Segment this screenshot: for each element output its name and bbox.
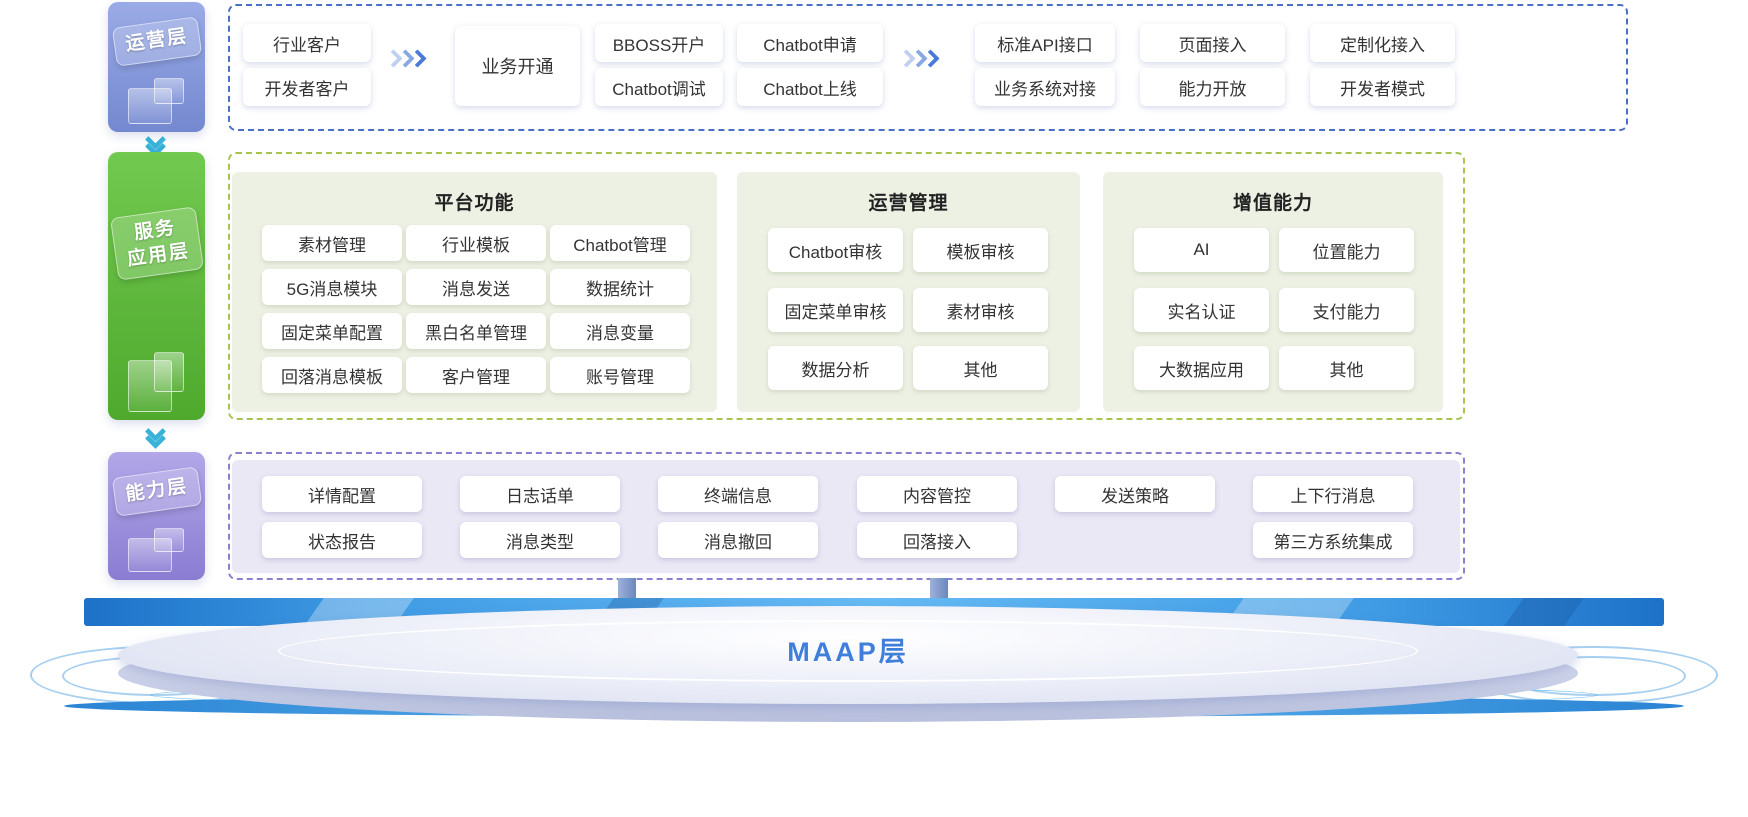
capability-layer-label: 能力层: [111, 466, 202, 517]
layer-badge-operation: 运营层: [108, 2, 205, 132]
box-access-api: 标准API接口: [975, 24, 1115, 62]
value-added-item: 实名认证: [1134, 288, 1269, 332]
arrow-down-icon: [144, 128, 167, 158]
box-access-custom: 定制化接入: [1310, 24, 1455, 62]
box-access-system: 业务系统对接: [975, 68, 1115, 106]
box-developer-customer: 开发者客户: [243, 68, 371, 106]
layer-badge-capability: 能力层: [108, 452, 205, 580]
platform-label: MAAP层: [787, 637, 909, 667]
box-industry-customer: 行业客户: [243, 24, 371, 62]
box-step-chatbot-launch: Chatbot上线: [737, 68, 883, 106]
function-item: 客户管理: [406, 357, 546, 393]
box-access-developer: 开发者模式: [1310, 68, 1455, 106]
box-step-chatbot-apply: Chatbot申请: [737, 24, 883, 62]
platform-pillar: [618, 578, 636, 604]
box-access-page: 页面接入: [1140, 24, 1285, 62]
function-item: 账号管理: [550, 357, 690, 393]
value-added-item: 大数据应用: [1134, 346, 1269, 390]
value-added-item: 其他: [1279, 346, 1414, 390]
service-layer-label: 服务 应用层: [109, 206, 204, 282]
value-added-item: 支付能力: [1279, 288, 1414, 332]
platform-disc: [118, 606, 1578, 704]
function-item: 素材管理: [262, 225, 402, 261]
function-item: 行业模板: [406, 225, 546, 261]
management-item: 固定菜单审核: [768, 288, 903, 332]
tower-icon: [108, 528, 205, 576]
arrow-right-icon: [384, 49, 427, 68]
management-item: Chatbot审核: [768, 228, 903, 272]
capability-item: 回落接入: [857, 522, 1017, 558]
service-layer-panel: [228, 152, 1465, 420]
box-access-open: 能力开放: [1140, 68, 1285, 106]
management-item: 素材审核: [913, 288, 1048, 332]
function-item: 回落消息模板: [262, 357, 402, 393]
capability-item: 发送策略: [1055, 476, 1215, 512]
arrow-down-icon: [144, 420, 167, 450]
layer-badge-service: 服务 应用层: [108, 152, 205, 420]
section-title-operation-management: 运营管理: [868, 193, 949, 214]
box-service-provisioning: 业务开通: [455, 26, 580, 106]
section-operation-management: 运营管理 Chatbot审核 模板审核 固定菜单审核 素材审核 数据分析 其他: [737, 172, 1080, 412]
function-item: Chatbot管理: [550, 225, 690, 261]
section-title-platform-functions: 平台功能: [434, 193, 515, 214]
section-title-value-added: 增值能力: [1232, 193, 1313, 214]
capability-item: 第三方系统集成: [1253, 522, 1413, 558]
capability-item: 终端信息: [658, 476, 818, 512]
box-step-bboss: BBOSS开户: [595, 24, 723, 62]
management-item: 其他: [913, 346, 1048, 390]
capability-item: 上下行消息: [1253, 476, 1413, 512]
capability-layer-panel: [228, 452, 1465, 580]
capability-item: 详情配置: [262, 476, 422, 512]
function-item: 消息变量: [550, 313, 690, 349]
section-platform-functions: 平台功能 素材管理 行业模板 Chatbot管理 5G消息模块 消息发送 数据统…: [232, 172, 717, 412]
capability-card: 详情配置 日志话单 终端信息 内容管控 发送策略 上下行消息 状态报告 消息类型…: [232, 460, 1460, 573]
function-item: 5G消息模块: [262, 269, 402, 305]
platform-pillar: [930, 578, 948, 604]
value-added-item: AI: [1134, 228, 1269, 272]
operation-layer-label: 运营层: [111, 16, 202, 67]
capability-item: 消息撤回: [658, 522, 818, 558]
function-item: 消息发送: [406, 269, 546, 305]
section-value-added: 增值能力 AI 位置能力 实名认证 支付能力 大数据应用 其他: [1103, 172, 1443, 412]
box-step-chatbot-debug: Chatbot调试: [595, 68, 723, 106]
capability-item: 内容管控: [857, 476, 1017, 512]
management-item: 数据分析: [768, 346, 903, 390]
function-item: 黑白名单管理: [406, 313, 546, 349]
tower-icon: [108, 350, 205, 416]
arrow-right-icon: [897, 49, 940, 68]
value-added-item: 位置能力: [1279, 228, 1414, 272]
disc-ring: [278, 620, 1418, 682]
management-item: 模板审核: [913, 228, 1048, 272]
capability-item: 消息类型: [460, 522, 620, 558]
operation-layer-panel: [228, 4, 1628, 131]
function-item: 固定菜单配置: [262, 313, 402, 349]
capability-item: 状态报告: [262, 522, 422, 558]
capability-item: 日志话单: [460, 476, 620, 512]
tower-icon: [108, 78, 205, 128]
function-item: 数据统计: [550, 269, 690, 305]
